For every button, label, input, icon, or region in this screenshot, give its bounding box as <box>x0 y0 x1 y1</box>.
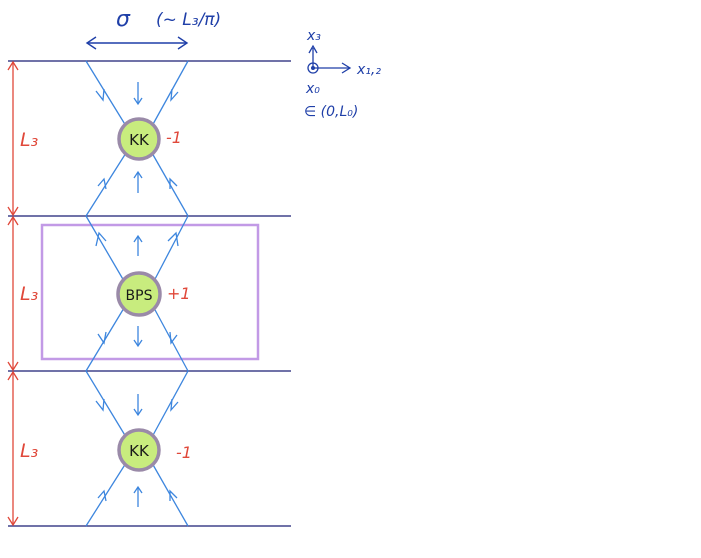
vertex-kk-top-charge: -1 <box>166 128 182 147</box>
vertex-kk-bottom-label: KK <box>129 442 150 460</box>
vertex-kk-top-label: KK <box>129 131 150 149</box>
length-markers <box>7 60 19 527</box>
axis-x12-label: x₁,₂ <box>356 62 381 78</box>
vertex-kk-top: KK <box>117 117 161 161</box>
bps-highlight-box <box>40 223 260 361</box>
vertex-kk-bottom: KK <box>117 428 161 472</box>
sigma-note: (~ L₃/π) <box>156 10 221 30</box>
coordinate-axes <box>307 44 352 74</box>
length-label-top: L₃ <box>20 129 38 151</box>
width-arrow <box>85 36 189 50</box>
out-of-plane-icon <box>307 62 319 74</box>
length-label-bottom: L₃ <box>20 440 38 462</box>
axis-x3-label: x₃ <box>306 28 321 44</box>
length-label-middle: L₃ <box>20 283 38 305</box>
vertex-kk-bottom-charge: -1 <box>176 443 192 462</box>
sigma-symbol: σ <box>116 7 131 32</box>
vertex-bps-label: BPS <box>126 288 153 304</box>
vertex-bps: BPS <box>116 271 162 317</box>
slab-boundaries <box>8 60 291 527</box>
axis-x0-label: x₀ <box>305 81 320 97</box>
axis-x0-range: ∈ (0,L₀) <box>304 104 358 120</box>
flux-arrowheads <box>95 82 179 507</box>
vertex-bps-charge: +1 <box>167 284 191 303</box>
